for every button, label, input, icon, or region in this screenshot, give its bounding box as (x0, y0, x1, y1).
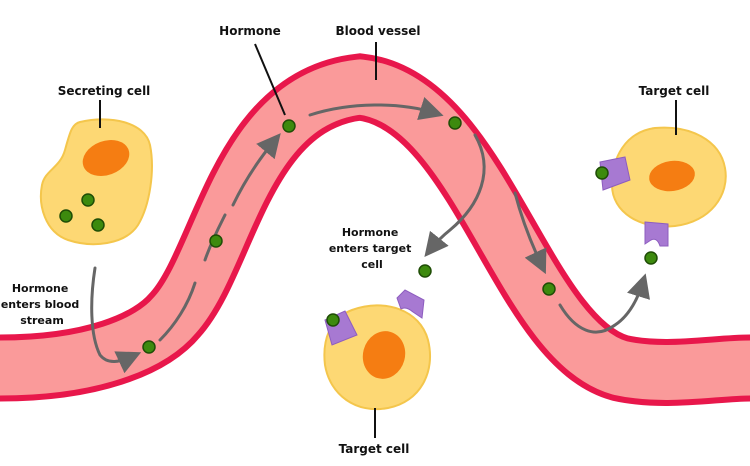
hormone-dot (644, 251, 658, 265)
hormone-pointer (254, 43, 286, 116)
arrow-vessel-down (513, 191, 547, 275)
arrow-to-top-target (558, 273, 650, 334)
arrow-vessel-2 (203, 213, 227, 262)
label-enters-blood-line2: enters blood (1, 298, 79, 311)
label-enters-target-line2: enters target (329, 242, 412, 255)
hormone-dot (542, 282, 556, 296)
label-target-cell-bottom: Target cell (339, 442, 410, 456)
arrow-vessel-3 (231, 133, 281, 207)
label-hormone: Hormone (219, 24, 281, 38)
labels: Hormone Blood vessel Secreting cell Targ… (1, 24, 710, 456)
label-enters-target-line1: Hormone (342, 226, 399, 239)
label-enters-target: Hormone enters target cell (329, 226, 415, 271)
hormone-dot (418, 264, 432, 278)
hormone-dot (326, 313, 340, 327)
arrow-vessel-top (308, 97, 444, 120)
hormone-dot (282, 119, 296, 133)
label-enters-blood-line3: stream (20, 314, 64, 327)
arrow-secretion (90, 266, 142, 374)
receptor-left (599, 156, 631, 191)
pointer-lines (99, 42, 677, 438)
receptor-top (396, 289, 425, 319)
nucleus (82, 140, 130, 176)
hormone-dot (209, 234, 223, 248)
label-enters-target-line3: cell (361, 258, 383, 271)
label-secreting-cell: Secreting cell (58, 84, 151, 98)
blood-vessel (0, 53, 750, 406)
hormone-dot (59, 209, 73, 223)
target-cell-bottom (323, 289, 431, 411)
arrow-to-bottom-target (424, 133, 486, 258)
hormone-dot (595, 166, 609, 180)
flow-arrows (90, 97, 650, 374)
hormone-dot (81, 193, 95, 207)
nucleus (362, 331, 406, 379)
label-target-cell-top: Target cell (639, 84, 710, 98)
receptor-bottom (644, 221, 669, 247)
hormone-dot (448, 116, 462, 130)
hormones (59, 116, 658, 354)
arrow-vessel-1 (158, 281, 197, 342)
label-blood-vessel: Blood vessel (335, 24, 420, 38)
hormone-dot (142, 340, 156, 354)
nucleus (649, 160, 695, 192)
target-cell-top (599, 126, 727, 247)
label-enters-blood: Hormone enters blood stream (1, 282, 83, 327)
label-enters-blood-line1: Hormone (12, 282, 69, 295)
hormone-dot (91, 218, 105, 232)
